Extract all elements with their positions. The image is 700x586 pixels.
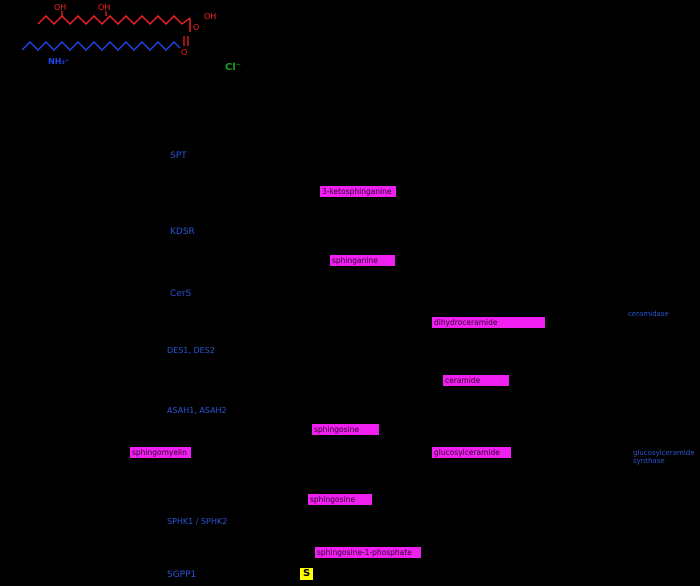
blue-chain-bond xyxy=(21,41,181,51)
side-enzyme-link-ceramidase[interactable]: ceramidase xyxy=(628,310,669,318)
chloride-label: Cl⁻ xyxy=(225,62,241,73)
side-enzyme-link-gcs-line2: synthase xyxy=(633,457,665,465)
enzyme-link-cers[interactable]: CerS xyxy=(170,289,192,299)
search-highlight: S xyxy=(300,568,314,580)
compound-link-3-ketosphinganine[interactable]: 3-ketosphinganine xyxy=(320,186,396,197)
compound-link-ceramide[interactable]: ceramide xyxy=(443,375,509,386)
red-chain-bond xyxy=(37,15,191,25)
compound-link-sphingosine-1-phosphate[interactable]: sphingosine-1-phosphate xyxy=(315,547,421,558)
carbonyl-oxygen-label: O xyxy=(181,48,187,57)
compound-link-sphinganine[interactable]: sphinganine xyxy=(330,255,395,266)
enzyme-link-kdsr[interactable]: KDSR xyxy=(170,227,195,237)
ammonium-label: NH₃⁺ xyxy=(48,57,69,66)
enzyme-link-asah[interactable]: ASAH1, ASAH2 xyxy=(167,406,227,415)
chemical-structure: OH OH O OH O NH₃⁺ Cl⁻ xyxy=(21,3,241,73)
enzyme-link-sphk[interactable]: SPHK1 / SPHK2 xyxy=(167,517,228,526)
enzyme-link-spt[interactable]: SPT xyxy=(170,151,187,161)
side-enzyme-link-gcs[interactable]: glucosylceramide synthase xyxy=(633,449,695,465)
side-enzyme-link-gcs-line1: glucosylceramide xyxy=(633,449,695,457)
ester-oxygen-label: O xyxy=(193,23,199,32)
compound-link-dihydroceramide[interactable]: dihydroceramide xyxy=(432,317,545,328)
compound-link-sphingomyelin[interactable]: sphingomyelin xyxy=(130,447,191,458)
compound-link-sphingosine-lower[interactable]: sphingosine xyxy=(308,494,372,505)
compound-link-glucosylceramide[interactable]: glucosylceramide xyxy=(432,447,511,458)
enzyme-link-des[interactable]: DES1, DES2 xyxy=(167,346,215,355)
hydroxyl-label: OH xyxy=(98,3,110,12)
hydroxyl-label: OH xyxy=(204,12,216,21)
enzyme-link-sgpp[interactable]: SGPP1 xyxy=(167,570,197,580)
hydroxyl-label: OH xyxy=(54,3,66,12)
compound-link-sphingosine-upper[interactable]: sphingosine xyxy=(312,424,379,435)
